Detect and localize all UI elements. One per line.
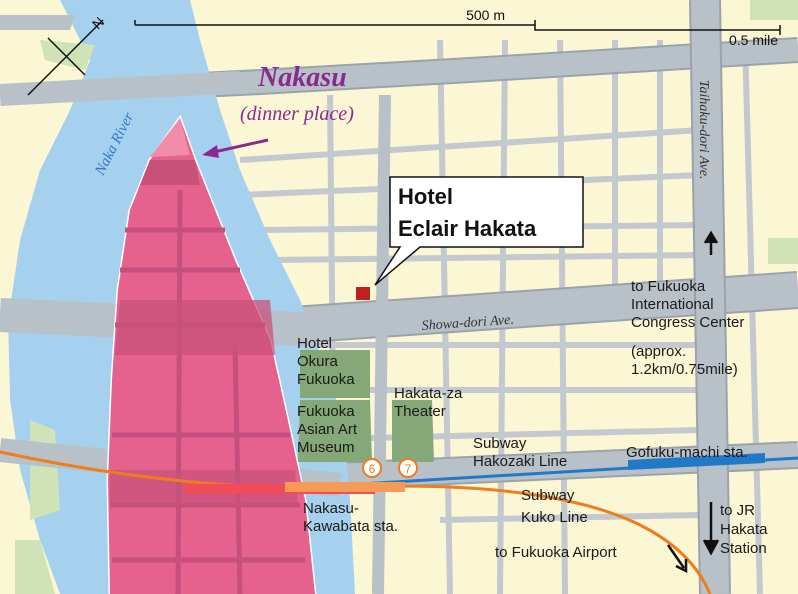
hakataza-line1: Hakata-za [394, 385, 463, 402]
hotel-callout-line1: Hotel [398, 184, 453, 209]
nakasu-pointer-arrow [202, 138, 269, 158]
scale-label-half-mile: 0.5 mile [729, 32, 778, 48]
west-road [0, 15, 75, 30]
gofuku-machi-station-bar [628, 453, 765, 470]
congress-line3: Congress Center [631, 314, 744, 331]
museum-line2: Asian Art [297, 421, 358, 438]
okura-line2: Okura [297, 353, 339, 370]
kuko-line-label: Subway Kuko Line [521, 487, 588, 526]
exit-7-label: 7 [405, 462, 412, 476]
museum-label: Fukuoka Asian Art Museum [297, 403, 358, 456]
arrow-diag-icon [666, 544, 688, 574]
congress-line5: 1.2km/0.75mile) [631, 361, 738, 378]
okura-label: Hotel Okura Fukuoka [297, 335, 355, 388]
scale-bar: 500 m 0.5 mile [134, 7, 781, 48]
nakasu-kawabata-line1: Nakasu- [303, 500, 359, 517]
congress-line4: (approx. [631, 343, 686, 360]
taihaku-dori-label: Taihaku-dori Ave. [696, 80, 711, 180]
subway-kuko-line-track [0, 450, 712, 594]
hakozaki-line1: Subway [473, 435, 527, 452]
nakasu-title: Nakasu [257, 62, 347, 93]
okura-park [300, 350, 370, 398]
hakozaki-line-label: Subway Hakozaki Line [473, 435, 567, 470]
jr-line3: Station [720, 540, 767, 557]
exit-7-marker: 7 [398, 458, 418, 478]
hakataza-label: Hakata-za Theater [394, 385, 463, 420]
west-bank [0, 0, 90, 594]
congress-center-direction: to Fukuoka International Congress Center… [631, 230, 744, 378]
scale-label-500m: 500 m [466, 7, 505, 23]
nakasu-showa-band [115, 300, 275, 355]
jr-line2: Hakata [720, 521, 768, 538]
jr-hakata-direction: to JR Hakata Station [702, 502, 768, 557]
hotel-callout-line2: Eclair Hakata [398, 216, 537, 241]
far-ne-park [750, 0, 798, 20]
okura-line1: Hotel [297, 335, 332, 352]
nakasu-tip [150, 118, 190, 157]
congress-line2: International [631, 296, 714, 313]
congress-line1: to Fukuoka [631, 278, 706, 295]
nakasu-subtitle: (dinner place) [240, 103, 354, 125]
museum-line1: Fukuoka [297, 403, 355, 420]
gofuku-machi-label: Gofuku-machi sta. [626, 444, 748, 461]
nakasu-kawabata-station-bar-orange [285, 482, 405, 492]
kuko-line2: Kuko Line [521, 509, 588, 526]
okura-line3: Fukuoka [297, 371, 355, 388]
hotel-marker [356, 287, 370, 300]
nakasu-kawabata-line2: Kawabata sta. [303, 518, 398, 535]
showa-dori-label: Showa-dori Ave. [421, 313, 514, 334]
museum-line3: Museum [297, 439, 355, 456]
hakozaki-line2: Hakozaki Line [473, 453, 567, 470]
jr-line1: to JR [720, 502, 755, 519]
nakasu-kawabata-label: Nakasu- Kawabata sta. [303, 500, 398, 535]
southwest-park [15, 540, 55, 594]
airport-direction: to Fukuoka Airport [495, 544, 688, 574]
northeast-park [768, 238, 798, 264]
road-east-vertical [372, 94, 391, 594]
north-bridge [0, 71, 241, 106]
hakataza-line2: Theater [394, 403, 446, 420]
exit-6-marker: 6 [362, 458, 382, 478]
arrow-up-icon [703, 230, 719, 255]
hotel-callout: Hotel Eclair Hakata [374, 176, 584, 286]
hakataza-park [392, 400, 434, 462]
exit-6-label: 6 [369, 462, 376, 476]
museum-park [298, 400, 372, 462]
nakasu-north-band [140, 160, 200, 185]
nakasu-kawabata-station-bar [185, 484, 375, 494]
kuko-line1: Subway [521, 487, 575, 504]
airport-label: to Fukuoka Airport [495, 544, 618, 561]
arrow-down-icon [702, 502, 720, 556]
